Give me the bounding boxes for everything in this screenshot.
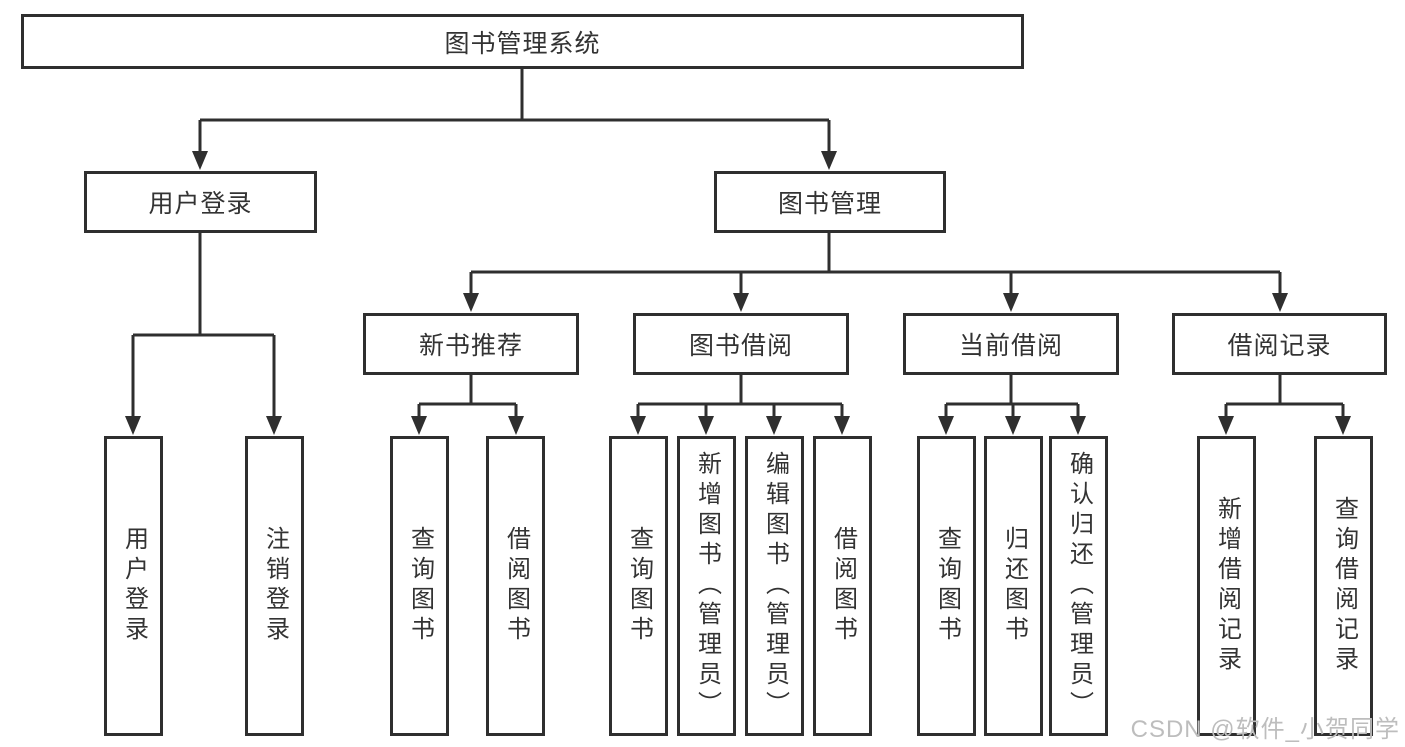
node-new-book-recommendation: 新书推荐	[363, 313, 579, 375]
leaf-user-login: 用户登录	[104, 436, 163, 736]
leaf-return-books: 归还图书	[984, 436, 1043, 736]
arrowhead-icon	[1218, 416, 1234, 435]
arrowhead-icon	[821, 151, 837, 170]
arrowhead-icon	[1070, 416, 1086, 435]
leaf-edit-books-admin: 编辑图书（管理员）	[745, 436, 804, 736]
node-book-management: 图书管理	[714, 171, 946, 233]
connector-new-book-rec	[417, 375, 518, 418]
arrowheads	[125, 151, 1351, 435]
leaf-borrow-books-recommend: 借阅图书	[486, 436, 545, 736]
leaf-query-books-borrowing: 查询图书	[609, 436, 668, 736]
node-book-borrowing: 图书借阅	[633, 313, 849, 375]
connector-borrow-records	[1224, 375, 1345, 418]
node-current-borrowing: 当前借阅	[903, 313, 1119, 375]
leaf-borrow-books: 借阅图书	[813, 436, 872, 736]
arrowhead-icon	[698, 416, 714, 435]
arrowhead-icon	[733, 293, 749, 312]
arrowhead-icon	[266, 416, 282, 435]
connector-user-login	[131, 233, 276, 418]
arrowhead-icon	[834, 416, 850, 435]
arrowhead-icon	[192, 151, 208, 170]
leaf-query-books-current: 查询图书	[917, 436, 976, 736]
leaf-confirm-return-admin: 确认归还（管理员）	[1049, 436, 1108, 736]
connector-current-borrow	[944, 375, 1080, 418]
arrowhead-icon	[1003, 293, 1019, 312]
arrowhead-icon	[125, 416, 141, 435]
arrowhead-icon	[411, 416, 427, 435]
connector-book-mgmt	[469, 233, 1282, 294]
csdn-watermark: CSDN @软件_小贺同学	[1130, 716, 1400, 743]
leaf-query-books-recommend: 查询图书	[390, 436, 449, 736]
arrowhead-icon	[508, 416, 524, 435]
connector-book-borrow	[636, 375, 844, 418]
arrowhead-icon	[463, 293, 479, 312]
node-user-login: 用户登录	[84, 171, 317, 233]
arrowhead-icon	[630, 416, 646, 435]
arrowhead-icon	[766, 416, 782, 435]
connector-root	[198, 69, 831, 152]
node-borrowing-records: 借阅记录	[1172, 313, 1387, 375]
arrowhead-icon	[1335, 416, 1351, 435]
arrowhead-icon	[1272, 293, 1288, 312]
leaf-logout: 注销登录	[245, 436, 304, 736]
leaf-query-borrow-record: 查询借阅记录	[1314, 436, 1373, 736]
arrowhead-icon	[938, 416, 954, 435]
leaf-add-borrow-record: 新增借阅记录	[1197, 436, 1256, 736]
node-book-management-system: 图书管理系统	[21, 14, 1024, 69]
arrowhead-icon	[1005, 416, 1021, 435]
leaf-add-books-admin: 新增图书（管理员）	[677, 436, 736, 736]
